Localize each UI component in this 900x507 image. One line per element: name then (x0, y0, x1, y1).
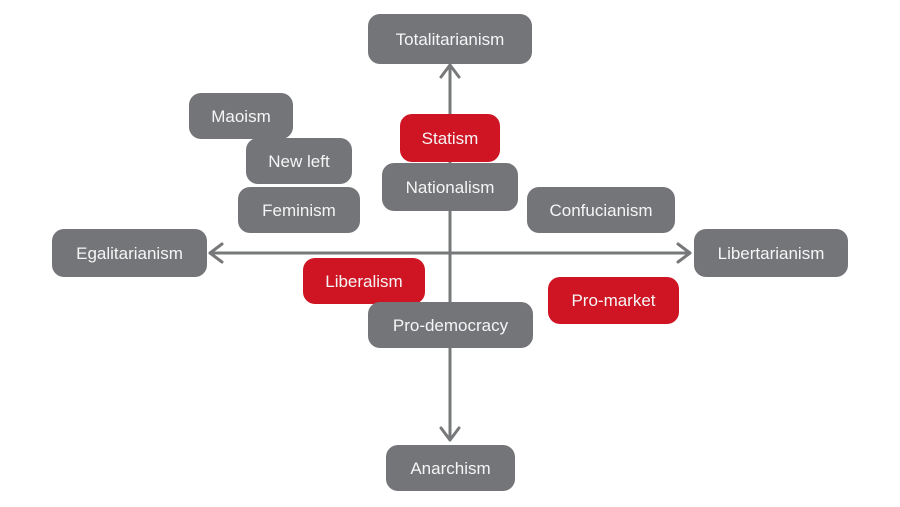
node-egalitarianism: Egalitarianism (52, 229, 207, 277)
node-new-left: New left (246, 138, 352, 184)
node-label: Feminism (262, 200, 336, 220)
node-label: Totalitarianism (395, 29, 505, 49)
node-totalitarianism: Totalitarianism (368, 14, 532, 64)
node-liberalism: Liberalism (303, 258, 425, 304)
node-label: Pro-democracy (392, 315, 509, 335)
node-statism: Statism (400, 114, 500, 162)
node-pro-market: Pro-market (548, 277, 679, 324)
arrowhead-left-icon (208, 242, 224, 264)
node-label: Libertarianism (717, 243, 825, 263)
node-label: Anarchism (410, 458, 491, 478)
arrowhead-down-icon (439, 426, 461, 442)
node-anarchism: Anarchism (386, 445, 515, 491)
node-label: Confucianism (549, 200, 653, 220)
node-feminism: Feminism (238, 187, 360, 233)
node-label: New left (268, 151, 330, 171)
arrowhead-right-icon (676, 242, 692, 264)
node-label: Egalitarianism (76, 243, 183, 263)
node-nationalism: Nationalism (382, 163, 518, 211)
node-label: Statism (421, 128, 479, 148)
arrowhead-up-icon (439, 63, 461, 79)
node-label: Nationalism (405, 177, 495, 197)
node-label: Pro-market (571, 291, 656, 310)
node-libertarianism: Libertarianism (694, 229, 848, 277)
node-pro-democracy: Pro-democracy (368, 302, 533, 348)
node-confucianism: Confucianism (527, 187, 675, 233)
node-label: Maoism (211, 106, 271, 126)
node-maoism: Maoism (189, 93, 293, 139)
node-label: Liberalism (325, 271, 403, 291)
